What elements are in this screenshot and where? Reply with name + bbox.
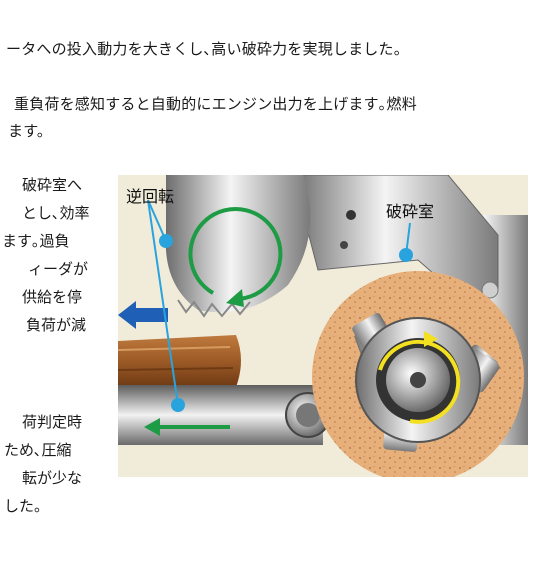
label-reverse-rotation: 逆回転	[126, 187, 174, 206]
bolt-icon	[346, 210, 356, 220]
text-line: ため､圧縮	[4, 441, 72, 459]
blue-feed-arrow	[118, 301, 168, 329]
bolt-icon	[340, 241, 348, 249]
wood-log	[118, 335, 241, 387]
text-line: 荷判定時	[22, 413, 83, 431]
text-line: 供給を停	[22, 288, 83, 306]
pointer-line	[147, 199, 167, 242]
pointer-dot	[399, 248, 413, 262]
text-line: とし､効率	[22, 204, 90, 222]
bolt-icon	[481, 281, 499, 299]
crusher-diagram: 逆回転 破砕室	[118, 175, 528, 477]
text-line: 負荷が減	[26, 316, 87, 334]
text-line: 破砕室へ	[22, 176, 83, 194]
intro-line-3: ます。	[8, 122, 53, 140]
text-line: ィーダが	[28, 260, 89, 278]
rotor-hub-icon	[410, 372, 426, 388]
text-line: ます｡過負	[2, 232, 70, 250]
text-line: した。	[4, 497, 50, 515]
yellow-rotation-arrow	[378, 339, 461, 424]
pointer-dot	[171, 398, 185, 412]
label-crushing-chamber: 破砕室	[386, 202, 434, 221]
crusher-illustration: 逆回転 破砕室	[118, 175, 528, 477]
intro-line-2: 重負荷を感知すると自動的にエンジン出力を上げます｡燃料	[14, 95, 417, 113]
green-rotation-arrow	[188, 207, 283, 301]
pointer-dot	[159, 234, 173, 248]
text-line: 転が少な	[22, 469, 83, 487]
pointer-line	[147, 199, 179, 406]
crusher-rotor	[352, 313, 500, 452]
intro-line-1: ータへの投入動力を大きくし､高い破砕力を実現しました。	[6, 40, 409, 58]
left-text-column-2: 荷判定時 ため､圧縮 転が少な した。	[0, 408, 100, 520]
left-text-column-1: 破砕室へ とし､効率 ます｡過負 ィーダが 供給を停 負荷が減	[0, 171, 100, 339]
